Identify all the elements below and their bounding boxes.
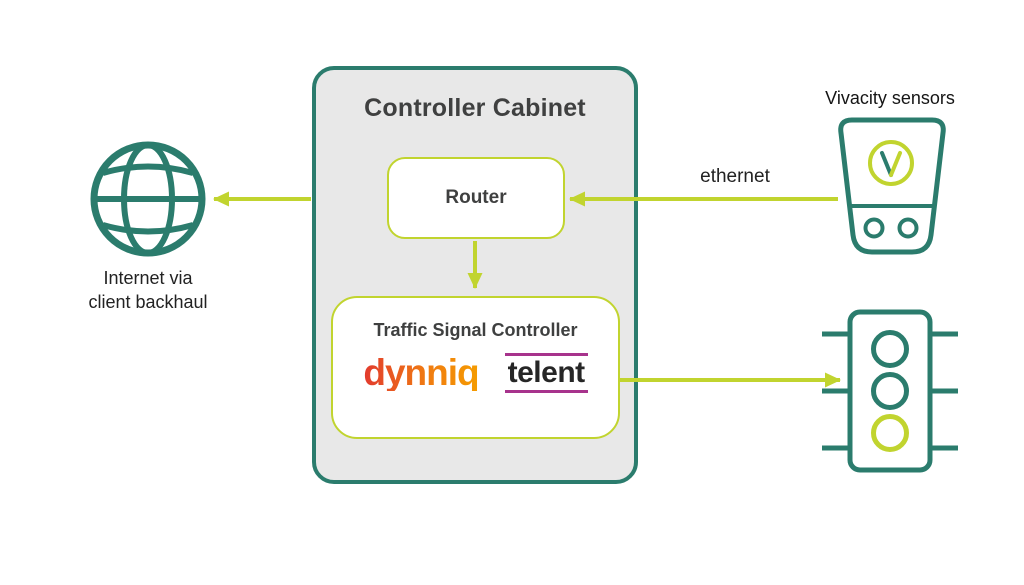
internet-label-line1: Internet via bbox=[103, 268, 193, 288]
traffic-light-icon bbox=[822, 309, 958, 473]
ethernet-label: ethernet bbox=[700, 166, 770, 187]
vivacity-sensor-icon bbox=[838, 117, 946, 255]
internet-label-line2: client backhaul bbox=[88, 292, 208, 313]
vendor-logos: dynniq telent bbox=[363, 352, 588, 394]
dynniq-logo: dynniq bbox=[363, 352, 479, 394]
router-box: Router bbox=[387, 157, 565, 239]
vivacity-v-right bbox=[889, 151, 902, 177]
vivacity-sensors-label: Vivacity sensors bbox=[825, 88, 955, 108]
vivacity-v-left bbox=[880, 151, 893, 177]
vivacity-v-ring bbox=[868, 140, 914, 186]
controller-cabinet-title: Controller Cabinet bbox=[364, 94, 586, 122]
internet-label: Internet via client backhaul bbox=[48, 266, 248, 315]
globe-icon bbox=[90, 141, 206, 257]
telent-logo: telent bbox=[504, 353, 588, 393]
traffic-signal-controller-box: Traffic Signal Controller dynniq telent bbox=[331, 296, 620, 439]
traffic-signal-controller-title: Traffic Signal Controller bbox=[373, 320, 578, 340]
router-label: Router bbox=[445, 187, 507, 208]
